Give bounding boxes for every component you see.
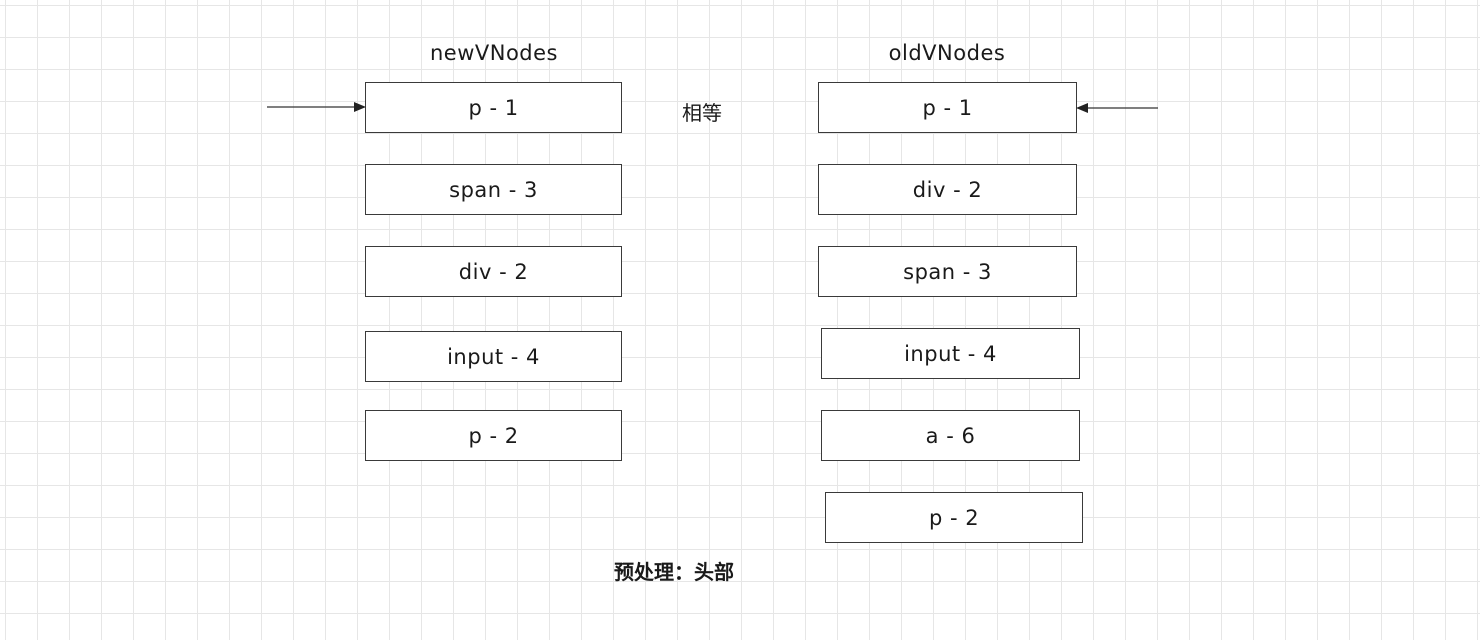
diagram-caption: 预处理：头部 [614, 560, 734, 584]
old-vnodes-title: oldVNodes [888, 41, 1006, 65]
old-vnode-5: a - 6 [821, 410, 1080, 461]
new-vnode-5: p - 2 [365, 410, 622, 461]
old-vnode-1: p - 1 [818, 82, 1077, 133]
new-vnodes-title: newVNodes [429, 41, 559, 65]
old-head-pointer-arrow [1076, 103, 1158, 113]
equal-label: 相等 [682, 101, 722, 125]
new-vnode-4: input - 4 [365, 331, 622, 382]
new-vnode-3: div - 2 [365, 246, 622, 297]
old-vnode-4: input - 4 [821, 328, 1080, 379]
old-vnode-3: span - 3 [818, 246, 1077, 297]
new-head-pointer-arrow [267, 102, 366, 112]
old-vnode-2: div - 2 [818, 164, 1077, 215]
new-vnode-2: span - 3 [365, 164, 622, 215]
new-vnode-1: p - 1 [365, 82, 622, 133]
old-vnode-6: p - 2 [825, 492, 1083, 543]
